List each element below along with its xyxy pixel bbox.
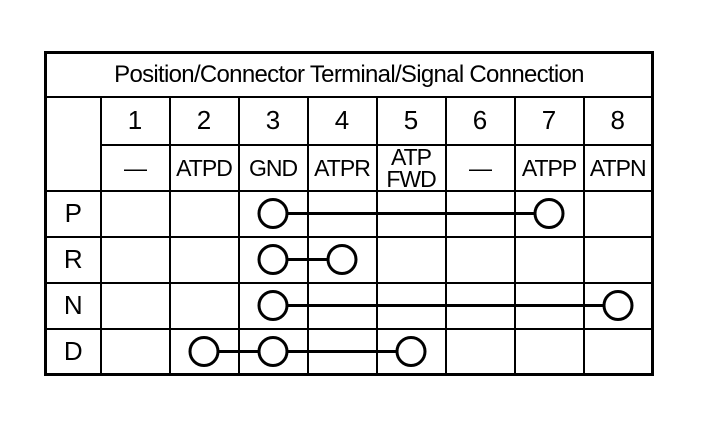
grid-cell [168,281,240,330]
position-row: R [44,235,654,284]
position-header-cell [44,95,102,192]
grid-cell [99,235,171,284]
terminal-number-cell: 7 [513,95,585,146]
grid-cell [582,189,654,238]
position-label: R [44,235,102,284]
grid-cell [513,281,585,330]
grid-cell [99,281,171,330]
signal-name-cell: ATPR [306,143,378,192]
terminal-number-cell: 3 [237,95,309,146]
terminal-number-cell: 4 [306,95,378,146]
position-row: P [44,189,654,238]
grid-cell [444,235,516,284]
table-title: Position/Connector Terminal/Signal Conne… [44,51,654,98]
grid-cell [237,189,309,238]
grid-cell [444,189,516,238]
connection-table: Position/Connector Terminal/Signal Conne… [44,51,654,376]
grid-cell [582,235,654,284]
position-row: N [44,281,654,330]
grid-cell [237,281,309,330]
signal-name-cell: — [99,143,171,192]
grid-cell [306,189,378,238]
grid-cell [582,327,654,376]
grid-cell [513,189,585,238]
grid-cell [168,235,240,284]
terminal-number-cell: 6 [444,95,516,146]
position-label: D [44,327,102,376]
grid-cell [375,281,447,330]
grid-cell [237,235,309,284]
table-header: Position/Connector Terminal/Signal Conne… [44,51,654,192]
grid-cell [306,235,378,284]
grid-cell [444,281,516,330]
grid-cell [168,327,240,376]
grid-cell [306,327,378,376]
terminal-number-cell: 5 [375,95,447,146]
grid-cell [375,189,447,238]
signal-name-cell: GND [237,143,309,192]
grid-cell [99,189,171,238]
position-label: N [44,281,102,330]
grid-cell [513,327,585,376]
position-row: D [44,327,654,376]
grid-cell [375,235,447,284]
signal-name-cell: ATPD [168,143,240,192]
terminal-number-cell: 2 [168,95,240,146]
title-row: Position/Connector Terminal/Signal Conne… [44,51,654,98]
grid-cell [168,189,240,238]
terminal-number-cell: 1 [99,95,171,146]
grid-cell [237,327,309,376]
signal-name-cell: — [444,143,516,192]
grid-cell [306,281,378,330]
signal-name-cell: ATP FWD [375,143,447,192]
signal-name-cell: ATPP [513,143,585,192]
position-label: P [44,189,102,238]
terminal-number-cell: 8 [582,95,654,146]
grid-cell [99,327,171,376]
grid-cell [513,235,585,284]
grid-cell [444,327,516,376]
grid-cell [375,327,447,376]
grid-cell [582,281,654,330]
signal-name-cell: ATPN [582,143,654,192]
